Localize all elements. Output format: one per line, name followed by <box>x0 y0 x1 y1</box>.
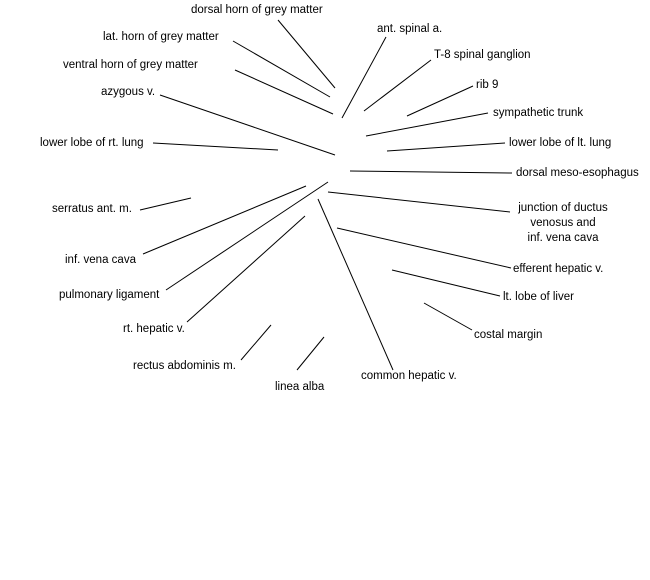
label-dorsal-meso: dorsal meso-esophagus <box>516 167 639 179</box>
label-junction-block: junction of ductus venosus and inf. vena… <box>512 201 614 246</box>
leader-ventral-horn <box>234 69 334 115</box>
label-inf-vena-cava: inf. vena cava <box>65 254 136 266</box>
leader-rib9 <box>406 85 474 117</box>
leader-ant-spinal <box>341 36 387 119</box>
label-linea-alba: linea alba <box>275 381 325 393</box>
label-lat-horn: lat. horn of grey matter <box>103 31 219 43</box>
leader-lower-lobe-lt-lung <box>386 142 506 152</box>
label-lower-lobe-lt-lung: lower lobe of lt. lung <box>509 137 612 149</box>
label-ant-spinal: ant. spinal a. <box>377 23 443 35</box>
leader-sympathetic-trunk <box>365 112 489 137</box>
leader-serratus <box>139 197 192 211</box>
label-efferent-hepatic: efferent hepatic v. <box>513 263 604 275</box>
leader-lower-lobe-rt-lung <box>152 142 279 151</box>
label-rib9: rib 9 <box>476 79 499 91</box>
leader-costal-margin <box>423 302 473 331</box>
leader-common-hepatic <box>317 198 394 371</box>
leader-inf-vena-cava <box>142 185 307 255</box>
leader-linea-alba <box>296 336 325 371</box>
label-serratus: serratus ant. m. <box>52 203 132 215</box>
label-lt-lobe-liver: lt. lobe of liver <box>503 291 574 303</box>
leader-lat-horn <box>232 40 331 98</box>
label-azygous: azygous v. <box>101 86 156 98</box>
label-costal-margin: costal margin <box>474 329 543 341</box>
label-pulmonary-ligament: pulmonary ligament <box>59 289 160 301</box>
label-junction-line-3: inf. vena cava <box>527 232 599 244</box>
label-sympathetic-trunk: sympathetic trunk <box>493 107 584 119</box>
label-rectus-abdominis: rectus abdominis m. <box>133 360 236 372</box>
leader-efferent-hepatic <box>336 227 512 269</box>
label-rt-hepatic: rt. hepatic v. <box>123 323 185 335</box>
label-common-hepatic: common hepatic v. <box>361 370 457 382</box>
leader-t8-ganglion <box>363 59 432 112</box>
label-ventral-horn: ventral horn of grey matter <box>63 59 198 71</box>
label-dorsal-horn: dorsal horn of grey matter <box>191 4 323 16</box>
leader-junction <box>327 191 511 213</box>
leader-rectus-abdominis <box>240 324 272 361</box>
label-junction-line-2: venosus and <box>530 217 596 229</box>
label-junction-line-1: junction of ductus <box>518 202 608 214</box>
leader-pulmonary-ligament <box>165 181 329 291</box>
label-t8-ganglion: T-8 spinal ganglion <box>434 49 531 61</box>
leader-rt-hepatic <box>186 215 306 323</box>
leader-lt-lobe-liver <box>391 269 501 297</box>
leader-azygous <box>159 94 336 156</box>
leader-dorsal-horn <box>277 19 336 89</box>
leader-dorsal-meso <box>349 170 513 174</box>
label-lower-lobe-rt-lung: lower lobe of rt. lung <box>40 137 144 149</box>
